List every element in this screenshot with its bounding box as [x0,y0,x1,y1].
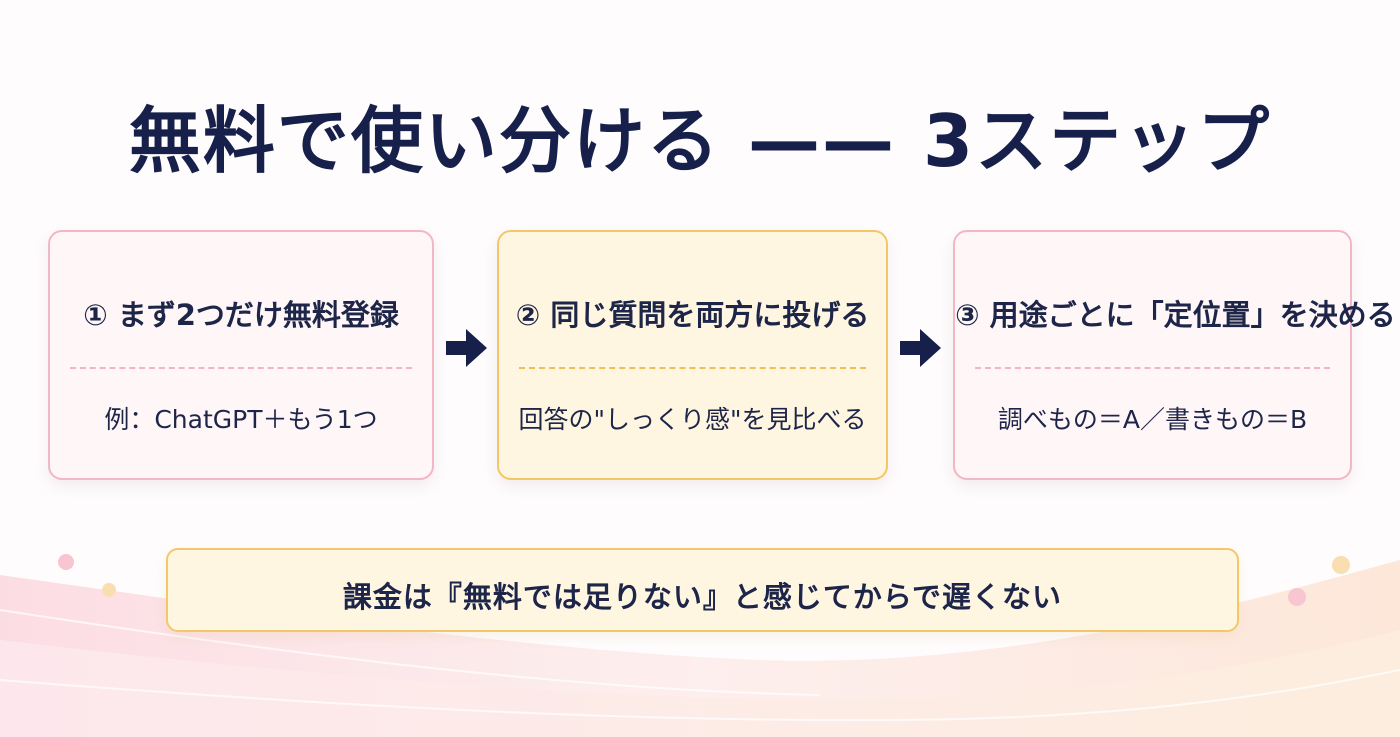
decor-dot-yellow-left [102,583,116,597]
arrow-right-icon [446,329,487,367]
step-card-2: ② 同じ質問を両方に投げる 回答の"しっくり感"を見比べる [497,230,888,480]
decor-dot-pink-left [58,554,74,570]
page-title: 無料で使い分ける —— 3ステップ [128,99,1272,183]
step-card-3: ③ 用途ごとに「定位置」を決める 調べもの＝A／書きもの＝B [953,230,1396,480]
step-2-divider [519,367,866,369]
callout-box: 課金は『無料では足りない』と感じてからで遅くない [166,548,1239,632]
callout-text: 課金は『無料では足りない』と感じてからで遅くない [342,580,1063,614]
step-3-title: ③ 用途ごとに「定位置」を決める [955,298,1396,332]
step-1-example: 例：ChatGPT＋もう1つ [104,405,378,434]
step-3-divider [975,367,1330,369]
decor-dot-yellow-right [1332,556,1350,574]
step-2-example: 回答の"しっくり感"を見比べる [518,405,867,434]
decor-dot-pink-right [1288,588,1306,606]
step-2-title: ② 同じ質問を両方に投げる [515,298,870,332]
step-1-title: ① まず2つだけ無料登録 [83,298,399,332]
arrow-right-icon [900,329,941,367]
step-3-example: 調べもの＝A／書きもの＝B [997,405,1308,434]
step-card-1: ① まず2つだけ無料登録 例：ChatGPT＋もう1つ [48,230,434,480]
step-1-divider [70,367,412,369]
